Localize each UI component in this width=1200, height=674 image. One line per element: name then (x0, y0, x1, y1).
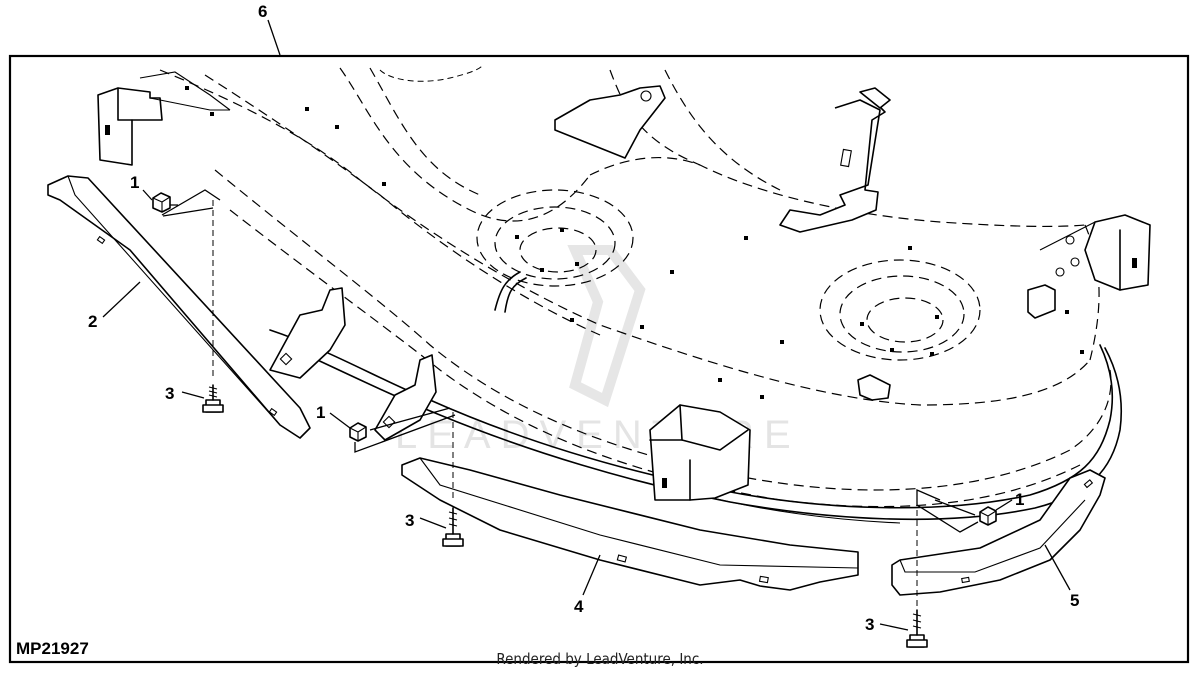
assembly-line-right (916, 489, 979, 533)
callout-3-left: 3 (165, 384, 174, 403)
callout-1-middle: 1 (316, 403, 325, 422)
callout-leaders (102, 19, 1071, 631)
callout-3-middle: 3 (405, 511, 414, 530)
assembly-line-left (161, 189, 221, 217)
bolt-item-3-middle (442, 507, 464, 547)
assembly-line-middle (354, 407, 456, 453)
baffle-item-5 (891, 469, 1106, 596)
callout-2: 2 (88, 312, 97, 331)
callout-6: 6 (258, 2, 267, 21)
diagram-frame (8, 54, 1190, 664)
mower-deck (97, 65, 1151, 524)
nut-item-1-middle (349, 422, 367, 442)
baffle-item-4 (401, 457, 859, 591)
callout-4: 4 (574, 597, 584, 616)
nut-item-1-right (979, 506, 997, 526)
callout-3-right: 3 (865, 615, 874, 634)
render-credit: Rendered by LeadVenture, Inc. (496, 650, 704, 668)
deck-holes (185, 86, 1084, 399)
callout-1-right: 1 (1015, 490, 1024, 509)
bolt-item-3-left (202, 384, 224, 413)
callout-5: 5 (1070, 591, 1079, 610)
nut-item-1-left (152, 192, 171, 213)
baffle-item-2 (47, 175, 311, 439)
callout-1-left: 1 (130, 173, 139, 192)
bolt-item-3-right (906, 609, 928, 648)
figure-id: MP21927 (16, 639, 89, 658)
